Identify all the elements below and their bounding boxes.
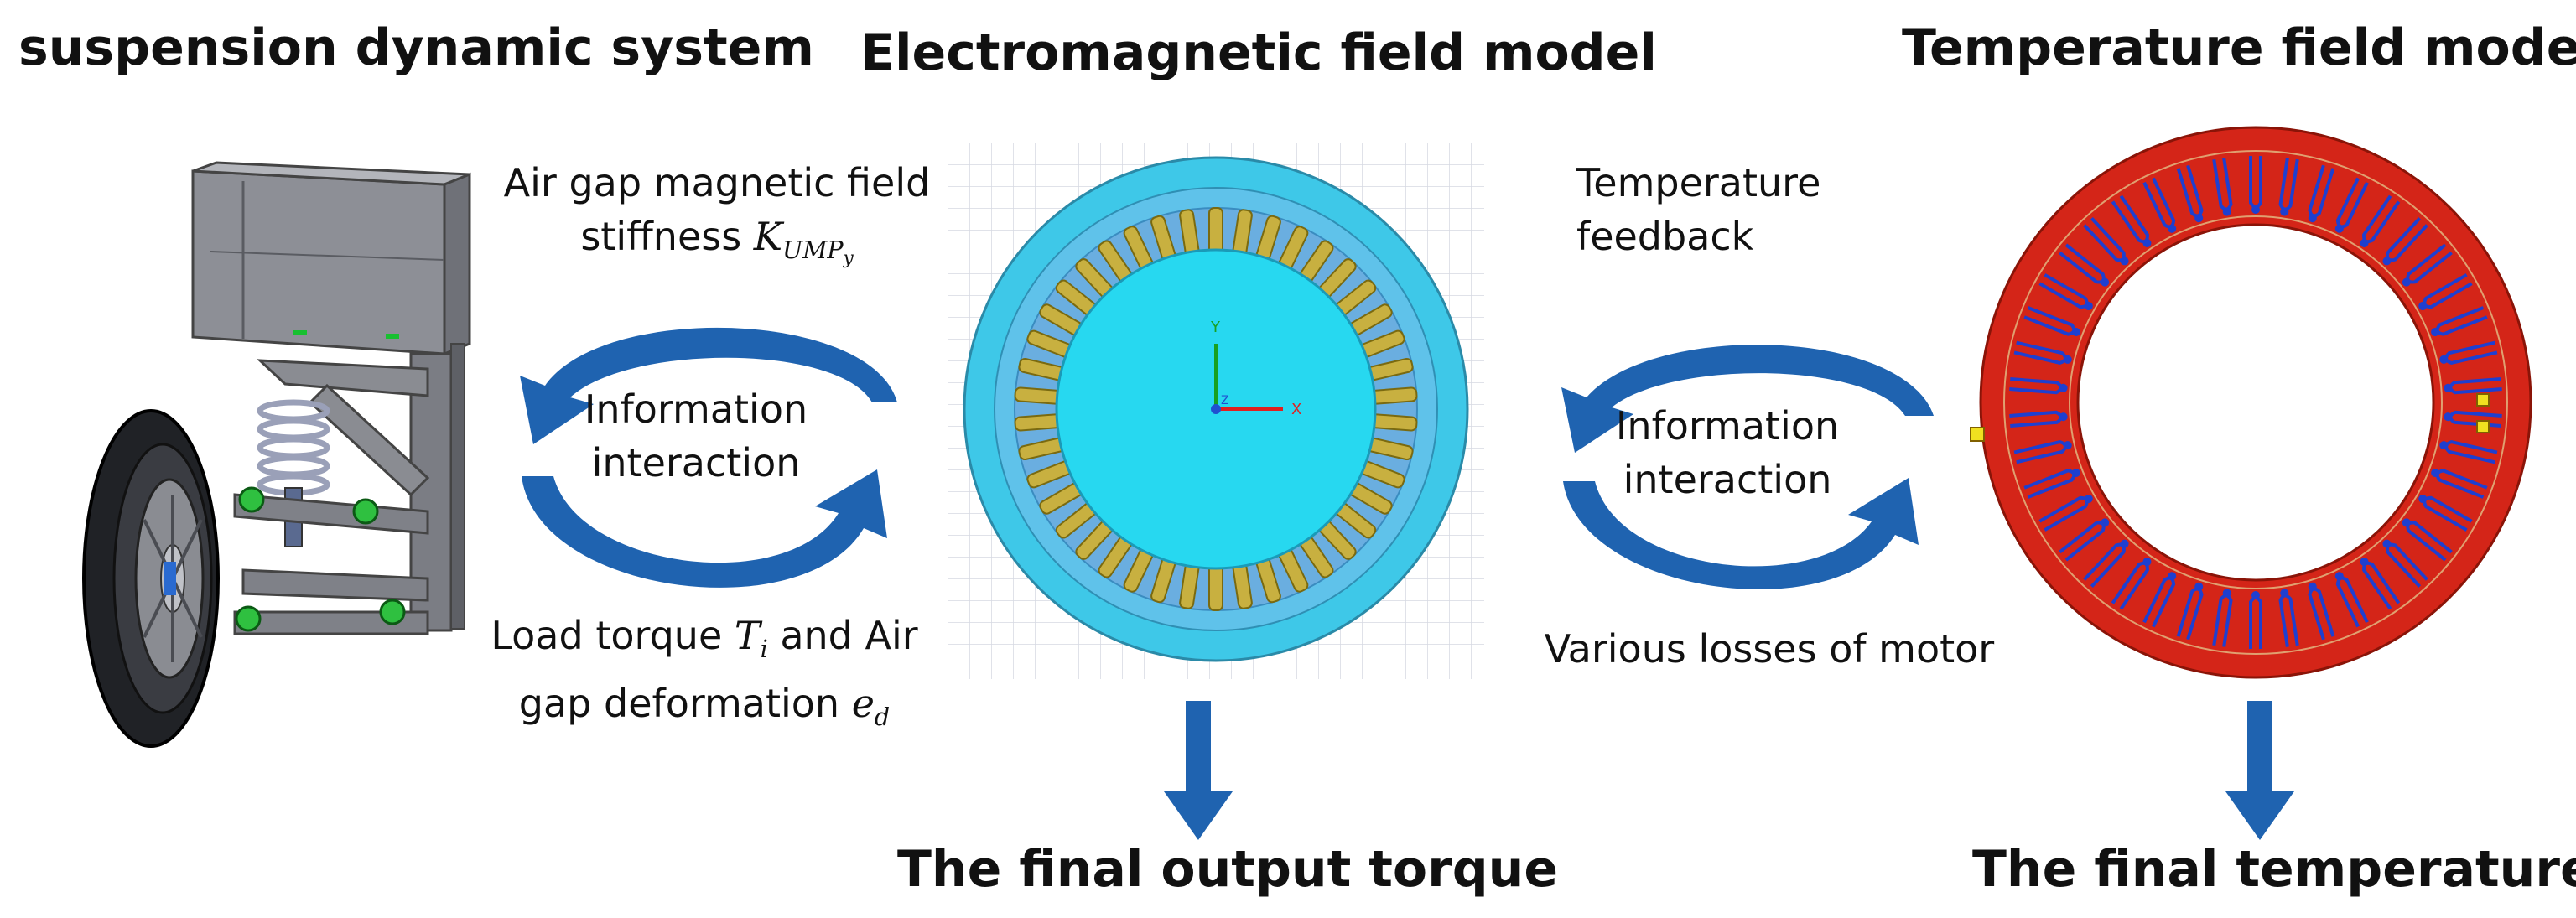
thermal-slot-tip [2063,355,2072,364]
thermal-slot-tip [2084,495,2093,503]
thermal-slot-tip [2402,518,2411,527]
title-electromagnetic-model: Electromagnetic field model [860,23,1657,82]
thermal-slot-tip [2168,572,2177,581]
thermal-slot-tip [2334,224,2344,233]
thermal-slot-tip [2360,238,2369,247]
axis-x-label: X [1291,401,1301,418]
stiffness-label: Air gap magnetic field stiffness KUMPy [503,160,931,269]
thermal-slot-tip [2101,518,2110,527]
left-cycle-arrows [520,327,897,588]
thermal-slot-tip [2334,572,2344,581]
thermal-slot-tip [2431,327,2440,336]
thermal-slot-tip [2280,589,2289,598]
torque-deformation-label: Load torque Ti and Air gap deformation e… [491,613,918,732]
thermal-slot-tip [2382,539,2392,548]
thermal-slot-tip [2084,302,2093,310]
thermal-slot-tip [2431,469,2440,478]
thermal-slot-tip [2222,207,2231,216]
torque-down-arrow [1164,701,1233,840]
thermal-slot-tip [2120,257,2129,266]
thermal-slot-tip [2071,469,2080,478]
thermal-slot-tip [2444,383,2453,392]
thermal-slot-tip [2439,441,2449,450]
thermal-slot-tip [2120,539,2129,548]
thermal-slot-tip [2071,327,2080,336]
thermal-slot-tip [2308,214,2317,223]
thermal-slot-tip [2308,582,2317,591]
temperature-down-arrow [2225,701,2294,840]
thermal-slot-tip [2142,558,2152,567]
title-temperature-model: Temperature field model [1902,18,2576,77]
thermal-slot-tip [2059,383,2068,392]
thermal-slot-tip [2194,214,2204,223]
thermal-slot-tip [2382,257,2392,266]
thermal-slot-tip [2222,589,2231,598]
right-cycle-arrows [1561,345,1934,590]
axis-y-label: Y [1210,319,1221,336]
final-output-torque: The final output torque [897,840,1559,899]
thermal-slot-tip [2280,207,2289,216]
thermal-slot-group [2009,156,2502,649]
right-info-interaction-label: Information interaction [1615,403,1840,502]
thermal-slot-tip [2194,582,2204,591]
title-suspension-system: suspension dynamic system [18,18,814,77]
em-slot-group [1014,207,1418,611]
left-info-interaction-label: Information interaction [584,386,808,485]
axis-z-label: Z [1221,394,1229,407]
thermal-slot-tip [2360,558,2369,567]
final-temperature: The final temperature [1972,840,2576,899]
temperature-feedback-label: Temperature feedback [1576,160,1821,259]
thermal-slot-tip [2063,441,2072,450]
thermal-slot-tip [2418,495,2428,503]
thermal-slot-tip [2439,355,2449,364]
thermal-slot-tip [2101,277,2110,287]
thermal-slot-tip [2418,302,2428,310]
thermal-slot-tip [2251,591,2260,599]
thermal-slot-tip [2059,412,2068,422]
thermal-slot-tip [2168,224,2177,233]
thermal-slot-tip [2142,238,2152,247]
losses-label: Various losses of motor [1544,626,1995,672]
temperature-model [1970,126,2532,679]
thermal-slot-tip [2444,412,2453,422]
thermal-slot-tip [2402,277,2411,287]
electromagnetic-model: Y X Z [948,143,1484,679]
thermal-slot-tip [2251,205,2260,214]
suspension-illustration [82,161,471,748]
